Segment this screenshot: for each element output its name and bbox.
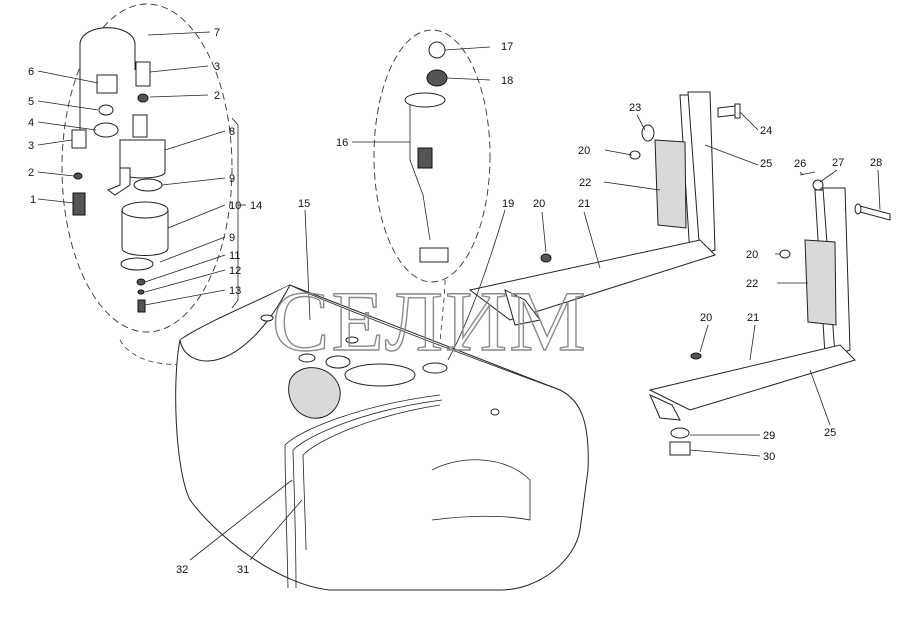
callout-9b: 9 — [229, 232, 235, 244]
leader-lines — [37, 31, 881, 561]
callout-2: 2 — [28, 167, 34, 179]
callout-31: 31 — [237, 564, 249, 576]
callout-8: 8 — [229, 126, 235, 138]
callout-21: 21 — [578, 198, 590, 210]
callout-21b: 21 — [747, 312, 759, 324]
callout-25b: 25 — [824, 427, 836, 439]
callout-27: 27 — [832, 157, 844, 169]
callout-20c: 20 — [746, 249, 758, 261]
callout-7: 7 — [214, 27, 220, 39]
level-sensor-parts — [404, 41, 449, 263]
callout-20: 20 — [533, 198, 545, 210]
callout-18: 18 — [501, 75, 513, 87]
callout-20b: 20 — [578, 145, 590, 157]
callout-26: 26 — [794, 158, 806, 170]
bracket-lower — [648, 171, 891, 456]
callout-24: 24 — [760, 125, 772, 137]
callout-10: 10 — [229, 200, 241, 212]
callout-25: 25 — [760, 158, 772, 170]
callout-20d: 20 — [700, 312, 712, 324]
callout-15: 15 — [298, 198, 310, 210]
sender-parts — [71, 27, 169, 313]
fuel-tank — [175, 284, 589, 591]
callout-12: 12 — [229, 265, 241, 277]
callout-labels: 1 2 3 4 5 6 7 3 2 8 9 10 14 9 11 12 13 1… — [28, 27, 882, 576]
callout-29: 29 — [763, 430, 775, 442]
callout-3: 3 — [28, 140, 34, 152]
callout-11: 11 — [229, 250, 240, 262]
callout-23: 23 — [629, 102, 641, 114]
callout-3b: 3 — [214, 61, 220, 73]
callout-30: 30 — [763, 451, 775, 463]
callout-22: 22 — [579, 177, 591, 189]
callout-6: 6 — [28, 66, 34, 78]
callout-14: 14 — [250, 200, 262, 212]
callout-1: 1 — [30, 194, 36, 206]
callout-17: 17 — [501, 41, 513, 53]
callout-16: 16 — [336, 137, 348, 149]
callout-28: 28 — [870, 157, 882, 169]
callout-9: 9 — [229, 173, 235, 185]
bracket-upper — [468, 91, 741, 326]
callout-32: 32 — [176, 564, 188, 576]
callout-19: 19 — [502, 198, 514, 210]
callout-22b: 22 — [746, 278, 758, 290]
callout-5: 5 — [28, 96, 34, 108]
watermark: СЕЛИМ — [272, 273, 588, 369]
callout-4: 4 — [28, 117, 34, 129]
callout-2b: 2 — [214, 90, 220, 102]
callout-13: 13 — [229, 285, 241, 297]
